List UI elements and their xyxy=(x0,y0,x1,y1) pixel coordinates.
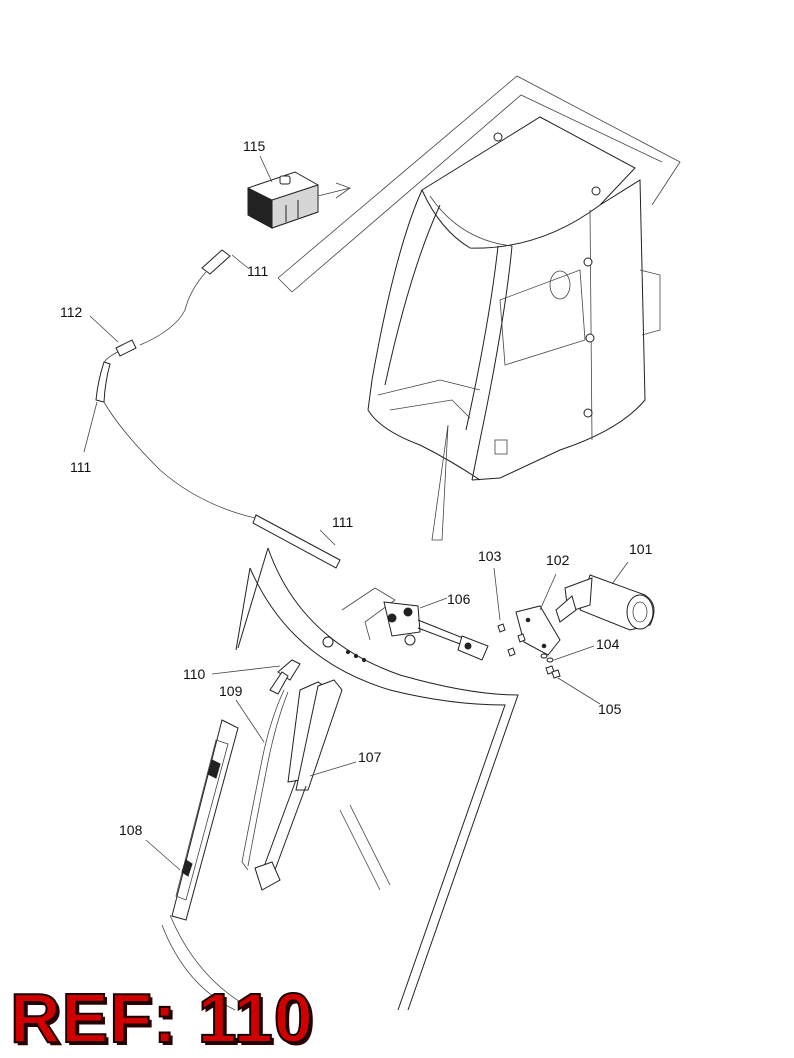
wiper-motor-101 xyxy=(555,561,655,631)
cab-assembly xyxy=(277,75,681,541)
windshield-glass xyxy=(161,547,519,1011)
callout-111-left: 111 xyxy=(70,459,91,475)
callout-107: 107 xyxy=(358,749,382,765)
callout-104: 104 xyxy=(596,636,620,652)
callout-105: 105 xyxy=(598,701,622,717)
washer-tube-109 xyxy=(235,689,289,871)
callout-112: 112 xyxy=(60,304,83,320)
washer-reservoir-115 xyxy=(247,155,352,229)
callout-111-middle: 111 xyxy=(332,514,353,530)
callout-106: 106 xyxy=(447,591,471,607)
callout-110: 110 xyxy=(183,666,206,682)
hose-connector-112 xyxy=(89,315,137,357)
washers-104 xyxy=(540,645,595,663)
wiper-arm-107 xyxy=(254,679,357,891)
callout-115: 115 xyxy=(243,138,266,154)
bolts-103 xyxy=(493,567,526,657)
callout-108: 108 xyxy=(119,822,143,838)
washer-nozzle-110 xyxy=(211,659,301,695)
nuts-105 xyxy=(545,665,601,705)
wiper-blade-108 xyxy=(145,719,239,921)
washer-hoses-111 xyxy=(83,249,341,569)
callout-101: 101 xyxy=(629,541,653,557)
wiper-linkage-106 xyxy=(341,587,489,661)
callout-109: 109 xyxy=(219,683,243,699)
callout-102: 102 xyxy=(546,552,570,568)
callout-111-top: 111 xyxy=(247,263,268,279)
reference-label: REF: 110 xyxy=(9,978,314,1058)
callout-103: 103 xyxy=(478,548,502,564)
motor-bracket-102 xyxy=(515,573,561,656)
